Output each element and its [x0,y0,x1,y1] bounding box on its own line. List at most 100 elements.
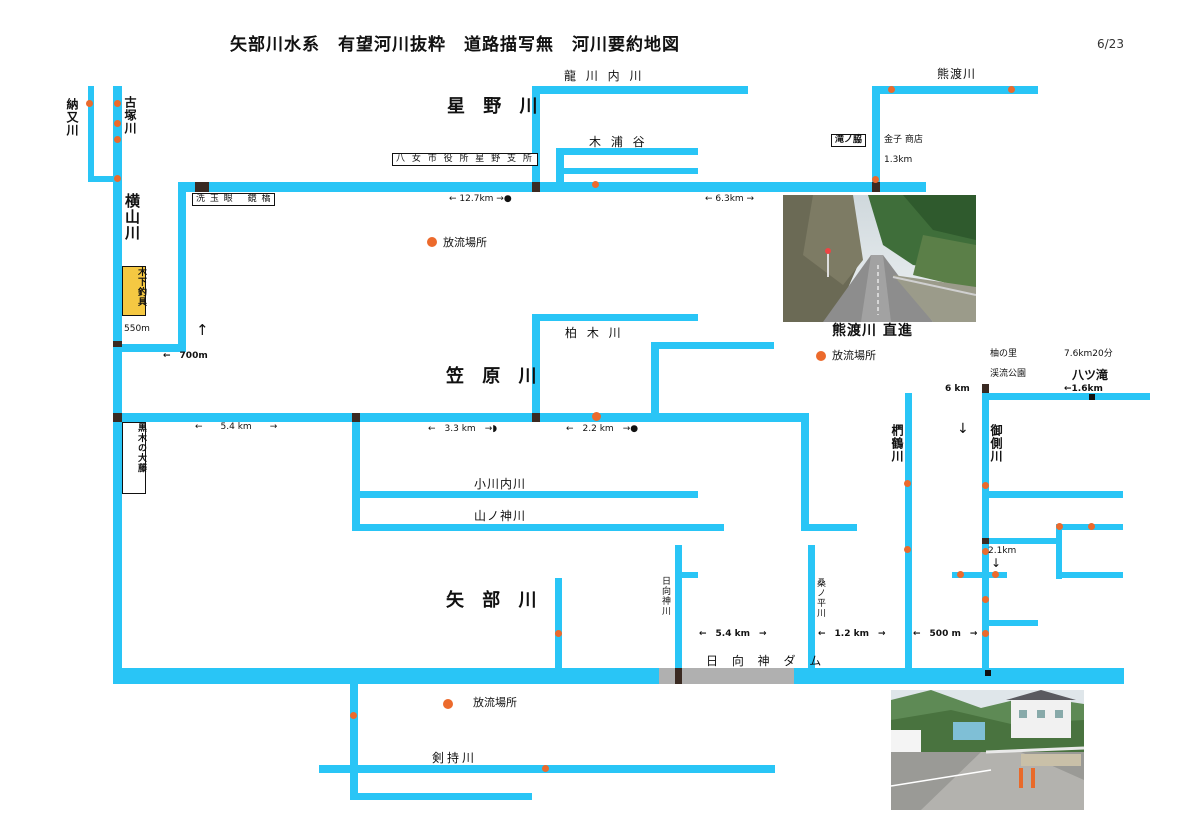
release-point [982,548,989,555]
yabe-river-label: 矢 部 川 [446,590,543,611]
kumawatari-straight-label: 熊渡川 直進 [832,323,913,339]
kasahara-river-east [801,413,809,531]
misoba-branch-2-vertical [1056,524,1062,579]
yabe-upper-branch [555,578,562,670]
yokoyama-river-line [113,86,122,684]
distance-12-7km: ← 12.7km →● [449,194,512,204]
hyugami-dam-segment [659,668,794,684]
distance-5-4km-dam: ← 5.4 km → [699,629,767,639]
hyugami-river-line [675,545,682,670]
distance-2-2km: ← 2.2 km →● [566,424,639,434]
junction-marker [352,413,360,422]
keiryu-park-label: 渓流公園 [990,369,1027,379]
hyugami-river-label: 日向神川 [660,576,670,616]
junction-marker [113,341,122,347]
junction-marker [982,384,989,393]
yamanokami-river-label: 山ノ神川 [474,509,527,523]
junction-marker [872,182,880,192]
kashiki-river-label: 柏 木 川 [565,326,624,340]
hoshino-river-join [122,344,186,352]
nomata-river-label: 納又川 [65,98,79,137]
release-point [542,765,549,772]
release-label: 放流場所 [473,696,517,709]
kumawatari-river-top [872,86,1038,94]
distance-1-6km: ←1.6km [1064,384,1103,394]
release-point [1008,86,1015,93]
release-marker-large [427,237,437,247]
araitamame-bridge-label: 洗 玉 眼 鏡 橋 [192,193,276,206]
release-point [904,546,911,553]
misoba-branch-2 [982,538,1062,544]
kasahara-branch-line [651,342,659,420]
tatsukawauchi-river-label: 龍 川 内 川 [564,69,645,83]
distance-5-4km: ← 5.4 km → [195,422,278,432]
kasahara-branch-top [651,342,774,349]
hoshino-river-label: 星 野 川 [447,96,544,117]
kuroki-ofuji-label: 黒木の大藤 [122,422,146,494]
hattsudaki-river-line [982,393,1150,400]
arrow-down: ↓ [991,556,1002,570]
release-point [888,86,895,93]
release-point [982,630,989,637]
yokoyama-river-label: 横山川 [123,193,141,241]
kuwanohira-river-line [808,545,815,670]
release-point [982,596,989,603]
yabe-river-line-east [794,668,1124,684]
distance-6-3km: ← 6.3km → [705,194,755,204]
release-label: 放流場所 [443,236,487,249]
arrow-down: ↓ [957,421,969,437]
release-point [904,480,911,487]
misoba-branch-1 [982,491,1123,498]
release-point [114,100,121,107]
hoshino-river-lower [178,182,186,352]
distance-700m: ← 700m [163,351,208,361]
distance-1-3km: 1.3km [884,155,913,165]
kasahara-river-line [113,413,809,422]
junction-marker [532,182,540,192]
kiura-valley-top [556,148,698,155]
page-number: 6/23 [1097,37,1124,51]
junction-marker [985,670,991,676]
release-point [1056,523,1063,530]
kunugi-river-line [905,393,912,670]
release-point [114,175,121,182]
distance-500m: ← 500 m → [913,629,978,639]
ogawauchi-river-label: 小川内川 [474,477,527,491]
tatsukawauchi-river-top [532,86,748,94]
distance-3-3km: ← 3.3 km →◗ [428,424,497,434]
kasahara-river-label: 笠 原 川 [446,366,543,387]
ogawauchi-river-line [352,413,360,531]
release-point [592,412,601,421]
hyugami-dam-label: 日 向 神 ダ ム [706,654,827,668]
kenmochi-river-label: 剣持川 [432,751,478,765]
misoba-river-line [982,393,989,670]
ogawauchi-river-branch [352,491,698,498]
distance-6km: 6 km [945,384,970,394]
kenmochi-river-line [350,684,358,800]
release-point [114,136,121,143]
distance-1-2km: ← 1.2 km → [818,629,886,639]
release-point [872,176,879,183]
release-point [350,712,357,719]
dam-marker [675,668,682,684]
page-title: 矢部川水系 有望河川抜粋 道路描写無 河川要約地図 [230,35,680,55]
kunugi-river-label: 椚鶴川 [890,424,904,463]
release-marker-large [443,699,453,709]
kashiki-river-top [532,314,698,321]
nomata-river-line [88,86,94,182]
kaneko-shop-label: 金子 商店 [884,135,923,145]
yamanokami-river-branch [352,524,724,531]
distance-2-1km: 2.1km [988,546,1017,556]
misoba-river-label: 御側川 [989,424,1003,463]
hyugami-river-branch [675,572,698,578]
release-point [1088,523,1095,530]
junction-marker [532,413,540,422]
yabe-street-photo [891,690,1084,810]
hattsudaki-label: 八ツ滝 [1072,368,1109,382]
misoba-branch-2-bottom [1056,572,1123,578]
junction-marker [982,538,989,544]
kumawatari-river-label: 熊渡川 [937,67,977,81]
kasahara-river-end [801,524,857,531]
kiura-valley-label: 木 浦 谷 [589,135,648,149]
takinowaki-label: 滝ノ脇 [831,134,867,147]
